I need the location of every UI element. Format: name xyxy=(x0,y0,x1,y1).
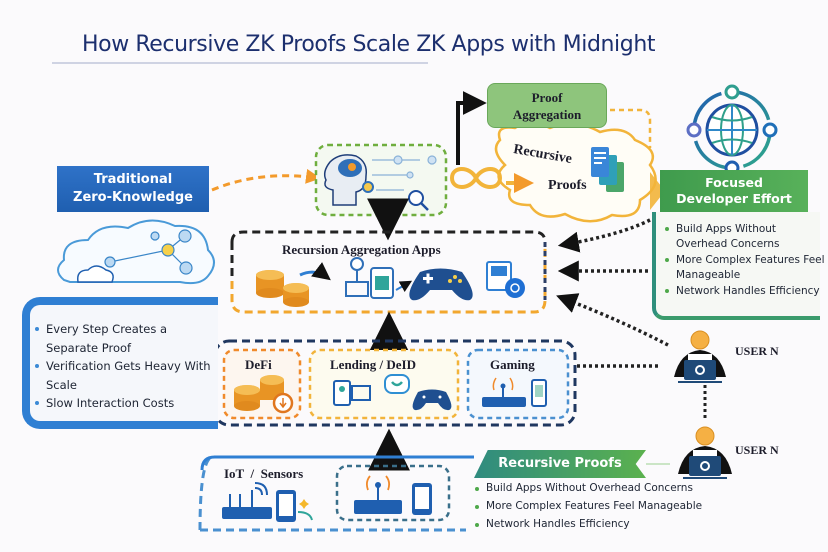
iot-label: IoT / Sensors xyxy=(224,466,304,481)
proof-aggregation-box: Proof Aggregation xyxy=(487,83,607,128)
shield-card-icon xyxy=(370,267,394,299)
user-label-1: USER N xyxy=(735,344,779,358)
traditional-zk-heading-line2: Zero-Knowledge xyxy=(73,190,193,205)
focused-developer-box xyxy=(652,212,820,320)
verifier-icon xyxy=(345,257,369,297)
traditional-zk-bullet: Slow Interaction Costs xyxy=(34,394,214,413)
focused-developer-bullet: Build Apps Without Overhead Concerns xyxy=(664,222,828,251)
iot-phone-icon-2 xyxy=(412,483,432,515)
gamepad-icon xyxy=(409,268,473,301)
traditional-zk-heading-line1: Traditional xyxy=(93,172,173,187)
traditional-to-ai-arrow xyxy=(211,168,321,192)
ai-brain-head-icon xyxy=(323,154,374,206)
iot-router-icon xyxy=(222,482,272,519)
recursion-apps-label: Recursion Aggregation Apps xyxy=(282,242,441,257)
proof-aggregation-line1: Proof xyxy=(531,90,563,105)
focused-developer-bullet: Network Handles Efficiency xyxy=(664,284,828,299)
traditional-zk-header: Traditional Zero-Knowledge xyxy=(57,166,209,212)
iot-box-top xyxy=(200,455,474,471)
recursive-proofs-bullet: Build Apps Without Overhead Concerns xyxy=(474,481,744,496)
ai-node xyxy=(314,143,448,217)
recursive-cloud-label-line2: Proofs xyxy=(548,178,587,193)
network-cloud-icon xyxy=(57,219,215,285)
lending-gamepad-icon xyxy=(412,389,452,411)
category-label-defi: DeFi xyxy=(245,357,272,372)
gaming-router-icon xyxy=(482,377,526,407)
gaming-phone-icon xyxy=(531,379,547,407)
recursive-proofs-cloud xyxy=(494,121,657,223)
id-card-icon xyxy=(333,380,371,406)
dev-header-notch xyxy=(650,172,665,210)
recursive-proofs-bullets: Build Apps Without Overhead Concerns Mor… xyxy=(474,481,744,535)
category-label-lending: Lending / DeID xyxy=(330,357,416,372)
user-figure-2 xyxy=(678,426,732,479)
documents-icon xyxy=(591,147,624,192)
recursive-proofs-bullet: More Complex Features Feel Manageable xyxy=(474,499,744,514)
traditional-zk-bullets-box xyxy=(22,297,218,429)
apps-flow-arrow xyxy=(395,280,413,292)
category-label-gaming: Gaming xyxy=(490,357,535,372)
iot-inner-box xyxy=(335,464,451,522)
ai-to-aggregation-arrow xyxy=(456,91,487,165)
magnifier-icon xyxy=(408,190,429,211)
user-label-2: USER N xyxy=(735,443,779,457)
traditional-zk-bullet: Verification Gets Heavy With Scale xyxy=(34,357,214,394)
focused-developer-heading-line2: Developer Effort xyxy=(676,191,792,206)
globe-to-apps-dotted xyxy=(557,218,651,253)
recursive-proofs-bullet: Network Handles Efficiency xyxy=(474,517,744,532)
focused-developer-header: Focused Developer Effort xyxy=(660,170,808,212)
exchange-arrows-icon xyxy=(299,262,331,281)
traditional-zk-bullets: Every Step Creates a Separate Proof Veri… xyxy=(34,320,214,413)
media-card-icon xyxy=(486,261,525,298)
defi-coins-icon xyxy=(234,375,294,414)
title-underline xyxy=(52,62,428,64)
chat-icon xyxy=(384,374,410,394)
traditional-zk-bullet: Every Step Creates a Separate Proof xyxy=(34,320,214,357)
aggregation-to-globe-dashed xyxy=(610,108,652,148)
iot-phone-icon xyxy=(276,490,313,522)
coins-icon xyxy=(256,270,309,307)
infinity-icon xyxy=(449,167,503,189)
user-figure-1 xyxy=(674,330,726,383)
globe-network-icon xyxy=(686,84,778,176)
proof-aggregation-line2: Aggregation xyxy=(512,107,582,122)
page-title: How Recursive ZK Proofs Scale ZK Apps wi… xyxy=(82,32,656,57)
iot-box xyxy=(198,455,474,532)
focused-developer-heading-line1: Focused xyxy=(705,175,763,190)
iot-router-icon-2 xyxy=(354,475,402,514)
user1-to-apps-dotted xyxy=(556,293,669,347)
recursive-proofs-banner: Recursive Proofs xyxy=(474,450,646,478)
focused-developer-bullets: Build Apps Without Overhead Concerns Mor… xyxy=(664,222,828,301)
focused-developer-bullet: More Complex Features Feel Manageable xyxy=(664,253,828,282)
